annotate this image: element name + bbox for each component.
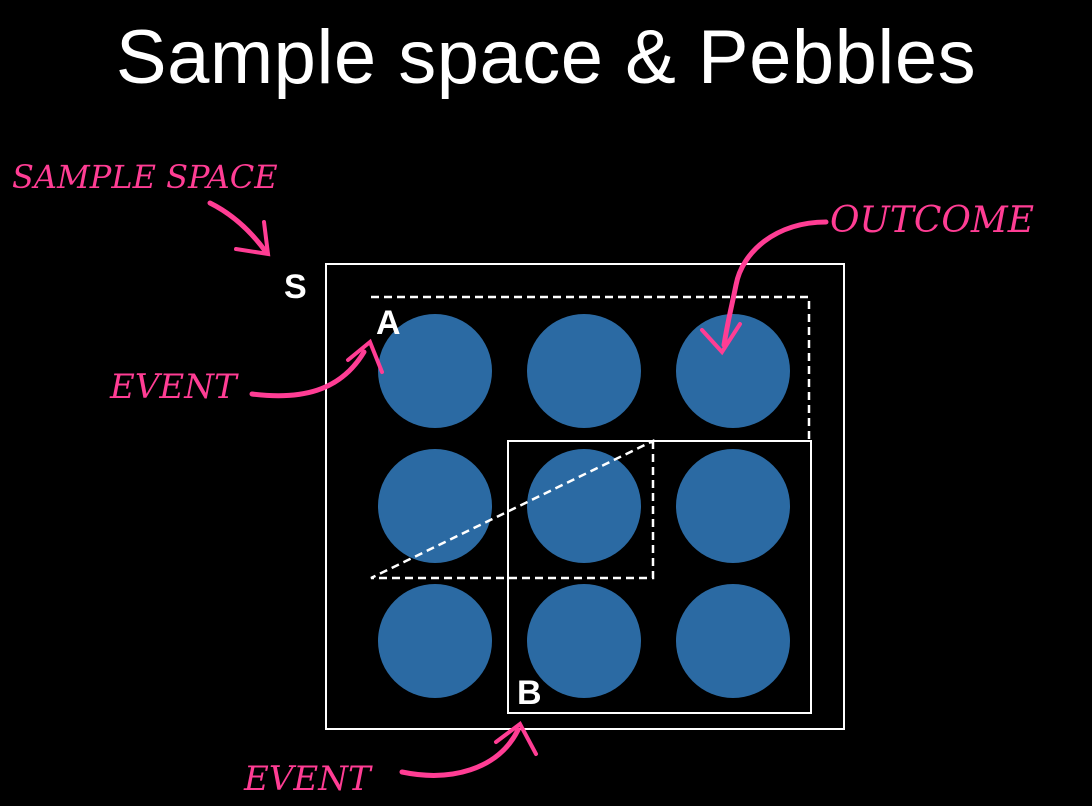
annotation-event-b: EVENT (243, 759, 373, 799)
pebble (378, 449, 492, 563)
event-a-boundary (370, 295, 811, 580)
pebble (378, 584, 492, 698)
arrowhead-event-b (494, 721, 538, 756)
slide-title: Sample space & Pebbles (115, 15, 977, 100)
event-a-label: A (376, 304, 401, 342)
arrow-event-a (249, 349, 367, 399)
pebble (676, 584, 790, 698)
arrowhead-event-a (346, 338, 384, 374)
annotation-outcome: OUTCOME (830, 200, 1034, 241)
pebble (527, 584, 641, 698)
sample-space-frame (325, 263, 845, 730)
arrow-event-b (399, 727, 521, 778)
pebble (527, 314, 641, 428)
pebble (676, 449, 790, 563)
arrowhead-sample-space (234, 220, 271, 257)
pebble (527, 449, 641, 563)
pebble-grid (378, 314, 790, 698)
annotation-sample-space: SAMPLE SPACE (12, 158, 278, 196)
arrow-sample-space (207, 200, 269, 255)
event-b-label: B (517, 674, 542, 712)
arrow-outcome (721, 219, 829, 348)
event-b-boundary (507, 440, 812, 714)
annotation-event-a: EVENT (109, 367, 239, 407)
arrowhead-outcome (700, 322, 742, 356)
pebble (378, 314, 492, 428)
pebble (676, 314, 790, 428)
sample-space-label: S (284, 268, 307, 306)
